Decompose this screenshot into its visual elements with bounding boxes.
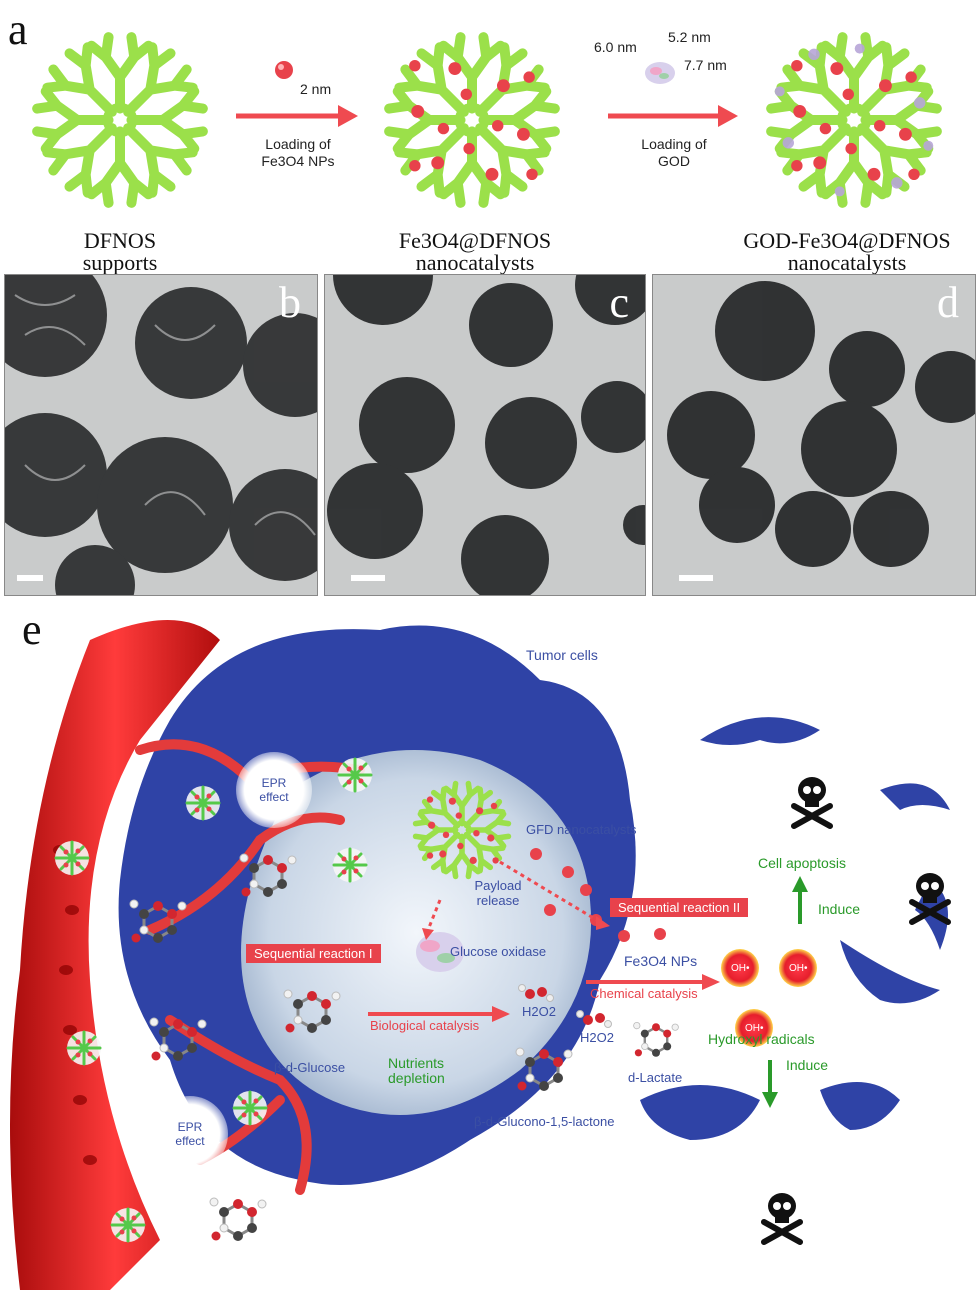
step2-line1: Loading of — [641, 136, 707, 152]
god-dim-1: 6.0 nm — [594, 39, 637, 55]
blood-vessel — [10, 620, 220, 1290]
sequential-reaction-2-label: Sequential reaction II — [610, 898, 749, 917]
induce-label-1: Induce — [818, 901, 861, 917]
np-size-label: 2 nm — [300, 81, 332, 97]
np-sphere-icon — [275, 61, 293, 79]
tem-image-c: c — [324, 274, 646, 596]
step1-label: Loading of Fe3O4 NPs — [238, 136, 358, 170]
gfd-nanocatalysts-label: GFD nanocatalysts — [526, 822, 637, 837]
tumor-cells-label: Tumor cells — [526, 647, 598, 663]
scale-bar-d — [679, 575, 713, 581]
caption-god-line1: GOD-Fe3O4@DFNOS — [743, 228, 951, 253]
step1-line1: Loading of — [265, 136, 331, 152]
god-dim-3: 7.7 nm — [684, 57, 727, 73]
caption-fe3o4-dfnos: Fe3O4@DFNOS nanocatalysts — [370, 230, 580, 274]
tem-image-b: b — [4, 274, 318, 596]
tem-image-d: d — [652, 274, 976, 596]
h2o2-label-b: H2O2 — [580, 1030, 614, 1045]
caption-god-line2: nanocatalysts — [787, 250, 907, 275]
epr-effect-bubble-2: EPR effect — [152, 1096, 228, 1172]
h2o2-label-a: H2O2 — [522, 1004, 556, 1019]
step1-line2: Fe3O4 NPs — [261, 153, 335, 169]
panel-e-letter: e — [22, 605, 42, 654]
tem-particles-d — [667, 281, 975, 567]
epr-effect-bubble-1: EPR effect — [236, 752, 312, 828]
nutrients-depletion-label: Nutrients depletion — [388, 1055, 445, 1086]
oh-radical-label-2: OH• — [789, 963, 808, 974]
gluconolactone-label: β-d-Glucono-1,5-lactone — [474, 1114, 615, 1129]
synthesis-arrow-2 — [608, 105, 738, 127]
caption-dfnos-line1: DFNOS — [83, 228, 157, 253]
epr-effect-label-1: EPR effect — [259, 776, 289, 804]
caption-dfnos-line2: supports — [82, 250, 158, 275]
god-fe3o4-dfnos-illustration — [754, 20, 954, 220]
god-enzyme-icon — [645, 62, 675, 84]
scale-bar-b — [17, 575, 43, 581]
fe3o4-nps-label: Fe3O4 NPs — [624, 953, 698, 969]
step2-label: Loading of GOD — [614, 136, 734, 170]
panel-b-letter: b — [279, 278, 301, 327]
biological-catalysis-label: Biological catalysis — [370, 1018, 480, 1033]
scale-bar-c — [351, 575, 385, 581]
panel-d-letter: d — [937, 278, 959, 327]
caption-fe3o4-line2: nanocatalysts — [415, 250, 535, 275]
fe3o4-dfnos-illustration — [372, 20, 572, 220]
caption-dfnos: DFNOS supports — [40, 230, 200, 274]
induce-label-2: Induce — [786, 1057, 829, 1073]
cell-apoptosis-label: Cell apoptosis — [758, 855, 846, 871]
tem-particles-b — [5, 275, 317, 595]
epr-effect-label-2: EPR effect — [175, 1120, 205, 1148]
sequential-reaction-1-label: Sequential reaction I — [246, 944, 381, 963]
panel-a-letter: a — [8, 5, 28, 54]
synthesis-arrow-1 — [236, 105, 358, 127]
step2-line2: GOD — [658, 153, 690, 169]
payload-release-label: Payload release — [474, 878, 522, 908]
oh-radical-label-1: OH• — [731, 963, 750, 974]
chemical-catalysis-label: Chemical catalysis — [590, 986, 698, 1001]
tem-particles-c — [327, 275, 645, 595]
oh-radical-label-3: OH• — [745, 1023, 764, 1034]
glucose-oxidase-label: Glucose oxidase — [450, 944, 547, 959]
dfnos-support-illustration — [20, 20, 220, 220]
god-dim-2: 5.2 nm — [668, 29, 711, 45]
lactate-label: d-Lactate — [628, 1070, 683, 1085]
caption-god-fe3o4-dfnos: GOD-Fe3O4@DFNOS nanocatalysts — [716, 230, 978, 274]
caption-fe3o4-line1: Fe3O4@DFNOS — [398, 228, 552, 253]
glucose-label: β-d-Glucose — [274, 1060, 346, 1075]
panel-c-letter: c — [609, 278, 629, 327]
hydroxyl-radicals-label: Hydroxyl radicals — [708, 1031, 815, 1047]
